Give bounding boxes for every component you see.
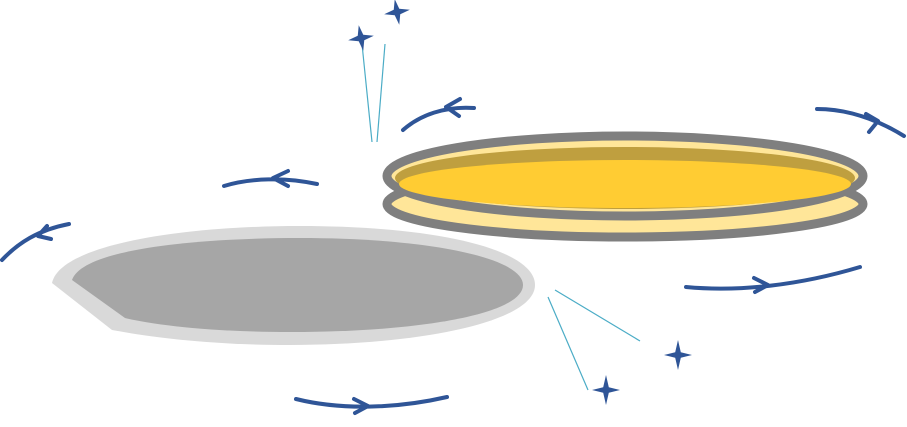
curved-arrow-icon [403, 99, 474, 130]
sparkle-trail [362, 44, 372, 142]
curved-arrow-icon [686, 267, 860, 292]
sparkle-trail [377, 44, 385, 142]
curved-arrow-icon [2, 224, 69, 260]
four-point-star-icon [346, 23, 376, 53]
four-point-star-icon [382, 0, 412, 27]
four-point-star-icon [664, 340, 692, 370]
four-point-star-icon [592, 375, 620, 405]
curved-arrow-icon [296, 397, 447, 413]
sparkle-trail [548, 297, 588, 390]
gold-disk [387, 136, 863, 237]
sparkle-trail [555, 290, 640, 341]
gray-disk-face [72, 238, 523, 332]
curved-arrow-icon [224, 171, 317, 186]
gray-disk [52, 226, 535, 345]
curved-arrow-icon [817, 109, 904, 136]
gold-disk-face [399, 160, 851, 208]
